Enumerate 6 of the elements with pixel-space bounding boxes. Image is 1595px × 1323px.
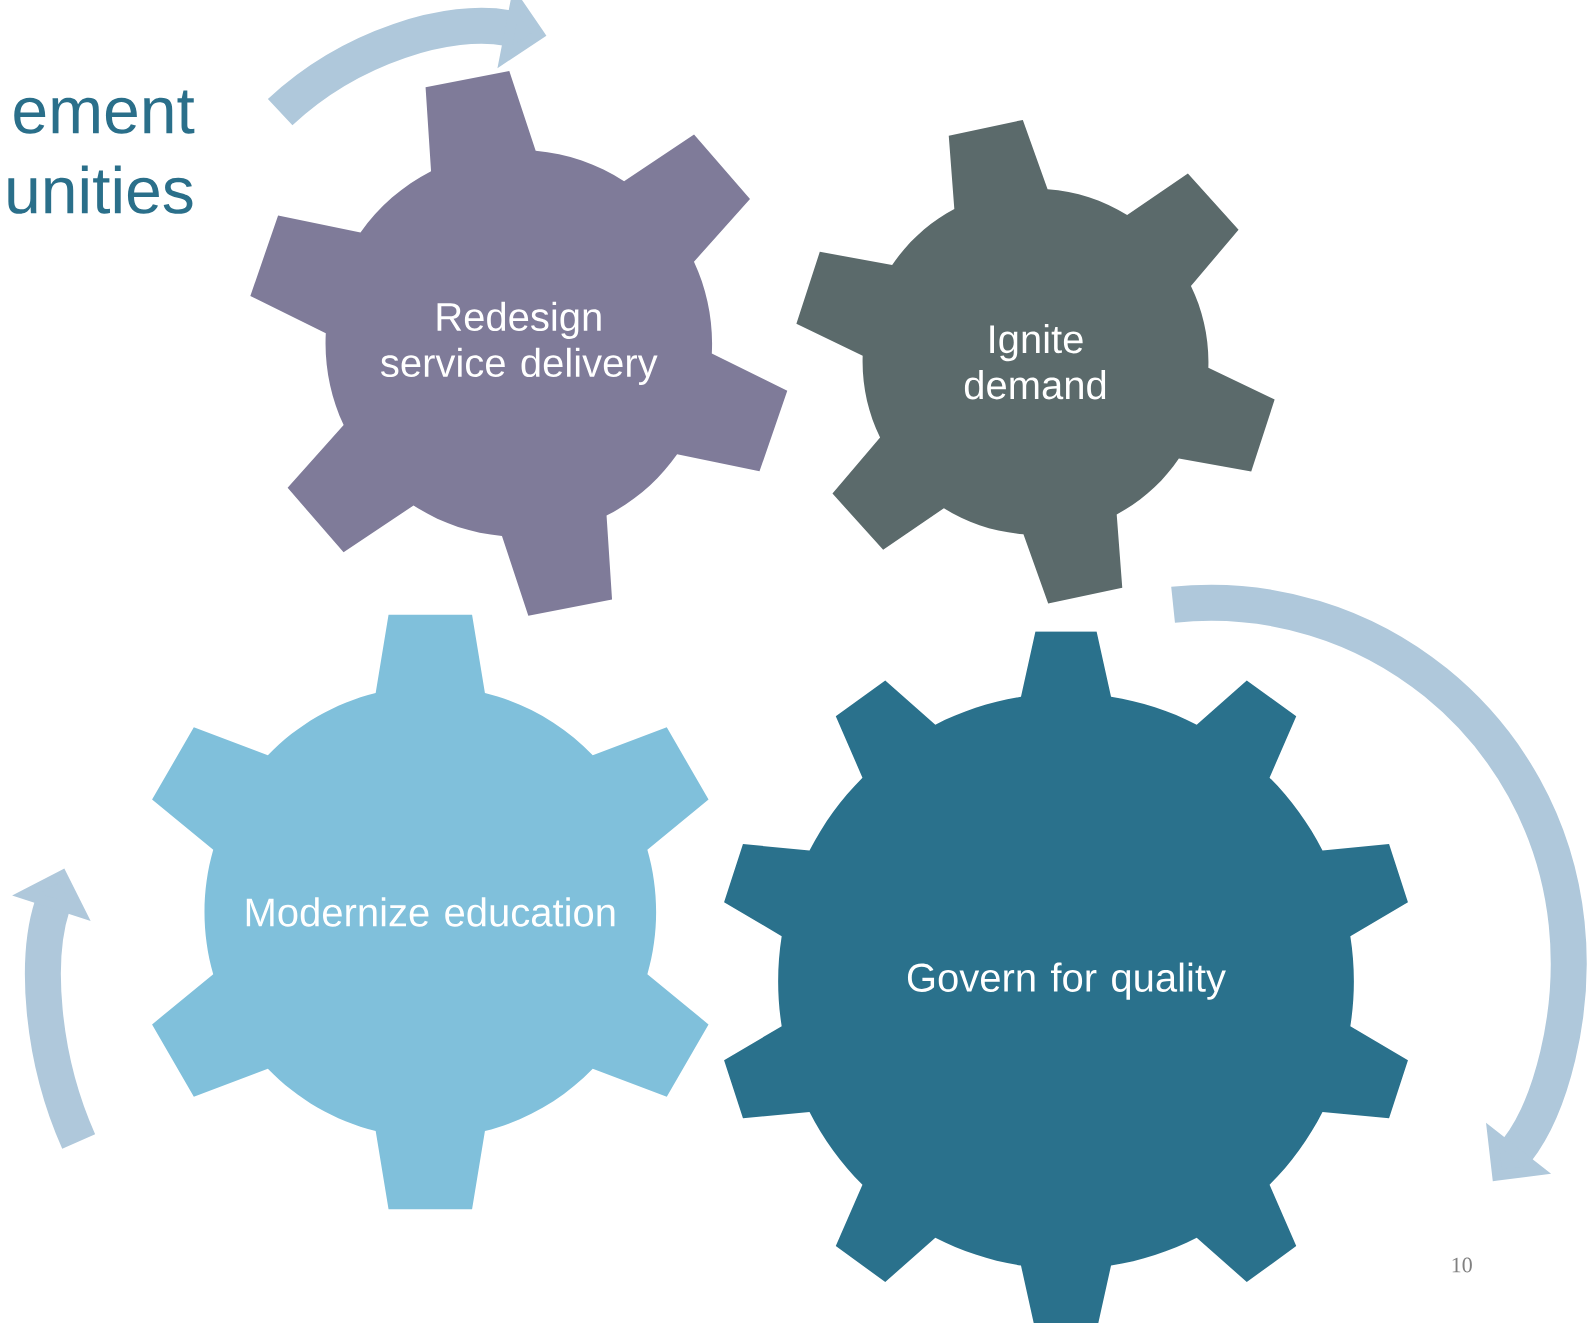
gear: Ignite demand	[796, 119, 1275, 604]
gear: Modernize education	[152, 614, 709, 1210]
gear: Redesign service delivery	[250, 70, 788, 616]
title: ement unities	[8, 90, 195, 214]
gear: Govern for quality	[724, 631, 1408, 1323]
page-number: 10	[1452, 1257, 1472, 1273]
